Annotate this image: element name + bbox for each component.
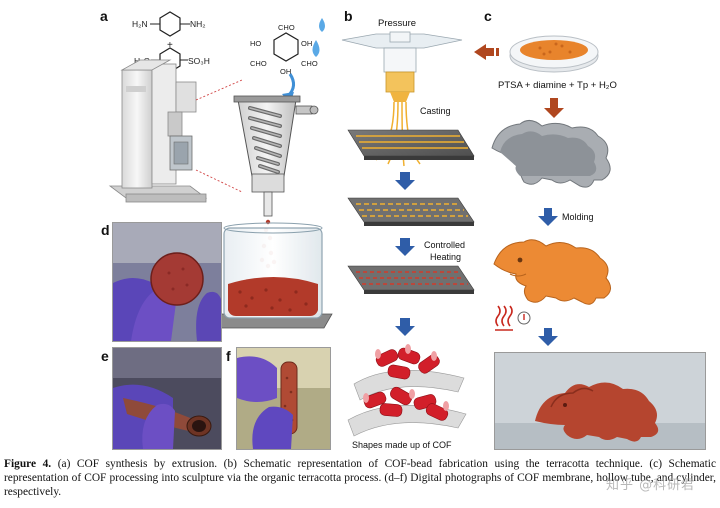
plus-sign: + xyxy=(167,40,173,51)
panel-label-b: b xyxy=(344,8,353,24)
photo-sculpture xyxy=(494,352,706,450)
cho-right-label: CHO xyxy=(301,59,318,68)
down-arrow-icon xyxy=(395,318,415,336)
shapes-label: Shapes made up of COF xyxy=(352,440,452,450)
down-arrow-icon xyxy=(538,208,558,226)
diamine-structure: H₂N NH₂ xyxy=(132,11,206,37)
panel-label-e: e xyxy=(101,348,109,364)
heating-label: Heating xyxy=(430,252,461,262)
extruder-barrel xyxy=(233,95,319,217)
watermark: 知乎 @科研君 xyxy=(606,478,696,493)
down-arrow-icon xyxy=(538,328,558,346)
oh-bottom-label: OH xyxy=(280,67,291,76)
casting-label: Casting xyxy=(420,106,451,116)
pressure-label: Pressure xyxy=(378,18,416,29)
down-arrow-icon xyxy=(395,238,415,256)
water-drop-icon xyxy=(319,18,325,32)
heat-icon xyxy=(495,305,513,331)
dried-plate xyxy=(347,197,475,226)
panel-b-illustration: Pressure Casting xyxy=(341,18,475,450)
down-arrow-icon xyxy=(395,172,415,190)
controlled-label: Controlled xyxy=(424,240,465,250)
membrane-image xyxy=(113,223,221,341)
casting-plate xyxy=(347,129,475,160)
zoom-line xyxy=(195,79,243,101)
cof-shapes-trays xyxy=(347,344,467,437)
oh-left-label: HO xyxy=(250,39,261,48)
panel-label-f: f xyxy=(226,348,231,364)
panel-label-a: a xyxy=(100,8,108,24)
down-arrow-icon xyxy=(544,98,564,118)
photo-membrane xyxy=(112,222,222,342)
left-arrow-icon xyxy=(474,44,499,60)
syringe-press xyxy=(341,31,463,102)
amine-left-label: H₂N xyxy=(132,19,148,29)
figure-caption: Figure 4. (a) COF synthesis by extrusion… xyxy=(4,458,716,499)
orange-molded-shape xyxy=(493,239,611,305)
oh-right-label: OH xyxy=(301,39,312,48)
beaker xyxy=(211,222,333,329)
tp-structure: CHO HO OH CHO CHO OH xyxy=(250,23,318,76)
photo-hollow-tube xyxy=(112,347,222,450)
water-drop-icon xyxy=(312,40,320,57)
zoom-line xyxy=(195,169,243,193)
amine-right-label: NH₂ xyxy=(190,19,206,29)
panel-label-c: c xyxy=(484,8,492,24)
petri-dish xyxy=(509,35,599,73)
sculpture-image xyxy=(495,353,705,449)
extrusion-machine xyxy=(108,59,208,203)
molding-label: Molding xyxy=(562,212,594,222)
hollow-tube-image xyxy=(113,348,221,449)
photo-cylinder xyxy=(236,347,331,450)
thermometer-icon xyxy=(517,311,531,325)
panel-c-illustration: PTSA + diamine + Tp + H₂O Molding xyxy=(474,35,617,346)
cylinder-image xyxy=(237,348,330,449)
cho-left-label: CHO xyxy=(250,59,267,68)
reagents-label: PTSA + diamine + Tp + H₂O xyxy=(498,80,617,91)
caption-text: (a) COF synthesis by extrusion. (b) Sche… xyxy=(4,458,717,498)
panel-a-illustration: H₂N NH₂ + H₃C SO₃H CHO HO OH CHO CHO OH xyxy=(108,11,333,329)
cho-top-label: CHO xyxy=(278,23,295,32)
panel-label-d: d xyxy=(101,222,110,238)
heated-plate xyxy=(347,265,475,294)
gray-mold xyxy=(491,120,611,188)
caption-label: Figure 4. xyxy=(4,458,52,470)
sulfonic-label: SO₃H xyxy=(188,56,210,66)
